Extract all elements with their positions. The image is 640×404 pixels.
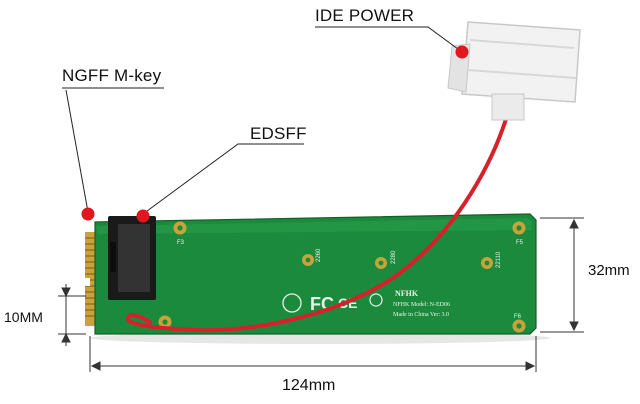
ide-power-leader xyxy=(315,26,463,53)
recycle-mark-icon xyxy=(369,293,383,307)
edge-fingers xyxy=(84,232,95,326)
width-arrow-right xyxy=(525,361,536,371)
mount-label-2260: 2260 xyxy=(316,248,322,262)
mount-label-2280: 2280 xyxy=(391,250,397,264)
pitch-arrow-bottom xyxy=(61,332,71,343)
corner-label-f6: F6 xyxy=(514,314,522,320)
nf-logo xyxy=(282,293,302,313)
edsff-connector xyxy=(108,216,156,300)
ide-power-connector xyxy=(447,21,581,121)
edsff-label: EDSFF xyxy=(250,124,307,143)
height-arrow-top xyxy=(569,218,579,229)
mounting-holes xyxy=(158,221,526,333)
width-arrow-left xyxy=(90,361,101,371)
origin-line: Made in China Ver: 3.0 xyxy=(393,312,449,318)
pitch-arrow-top xyxy=(61,287,71,298)
pcb-board xyxy=(94,213,537,335)
board-shadow xyxy=(90,332,550,344)
width-dimension-label: 124mm xyxy=(282,377,336,394)
brand-mark: NFHK xyxy=(395,289,419,298)
edsff-marker xyxy=(136,209,150,223)
mount-label-22110: 22110 xyxy=(496,251,502,268)
height-arrow-bottom xyxy=(569,321,579,332)
ide-power-label: IDE POWER xyxy=(315,6,415,25)
corner-label-f3: F3 xyxy=(177,240,185,246)
power-cable xyxy=(126,114,509,333)
ngff-mkey-label: NGFF M-key xyxy=(62,66,162,85)
model-line: NFHK Model: N-ED06 xyxy=(393,302,450,308)
ngff-leader xyxy=(65,89,89,213)
pitch-dimension-label: 10MM xyxy=(4,309,43,325)
height-dimension-label: 32mm xyxy=(588,262,630,279)
corner-label-f5: F5 xyxy=(516,240,524,246)
ide-power-marker xyxy=(455,45,469,59)
pcb-highlight xyxy=(97,218,532,234)
ngff-marker xyxy=(81,207,95,221)
edsff-leader xyxy=(142,143,250,215)
